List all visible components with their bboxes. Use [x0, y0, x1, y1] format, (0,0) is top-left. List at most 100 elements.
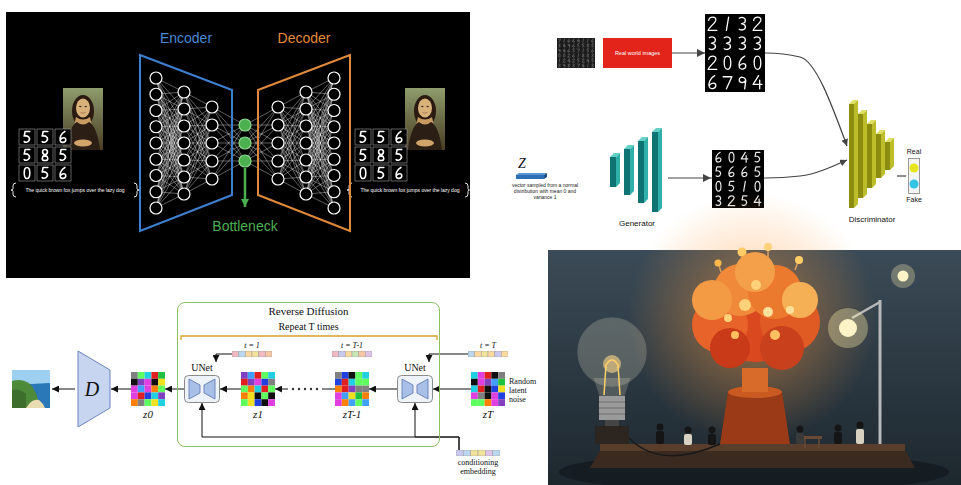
curly-brackets [11, 183, 470, 197]
art-circle [724, 314, 732, 322]
neuron [328, 202, 340, 214]
neuron [206, 101, 218, 113]
art-rect [909, 159, 920, 194]
art-rect [248, 386, 255, 393]
art-rect [158, 399, 165, 406]
free-label: Random latent noise [509, 377, 543, 404]
digit-stroke [60, 149, 66, 160]
unet-block: UNet [184, 362, 220, 403]
art-rect [138, 399, 145, 406]
repeat-bracket [181, 336, 437, 340]
conditioning-embedding: conditioning embedding [453, 450, 503, 476]
digit-tile [55, 147, 71, 163]
art-rect [495, 351, 502, 357]
art-rect [471, 386, 478, 393]
art-rect [471, 392, 478, 399]
art-rect [498, 379, 505, 386]
digit-stroke [360, 131, 366, 142]
art-circle [710, 328, 750, 368]
art-polygon [854, 100, 858, 208]
neuron [150, 202, 162, 214]
art-polygon [78, 351, 110, 427]
digit-stroke [563, 39, 565, 42]
digit-stroke [573, 39, 575, 42]
node-shape [232, 351, 272, 357]
art-circle [751, 280, 761, 290]
art-circle [310, 388, 312, 390]
digit-stroke [708, 17, 717, 30]
art-circle [715, 260, 722, 267]
art-rect [349, 372, 356, 379]
art-rect [268, 379, 275, 386]
art-rect [131, 386, 138, 393]
art-rect [131, 399, 138, 406]
art-rect [349, 399, 356, 406]
art-circle [763, 307, 773, 317]
art-rect [349, 392, 356, 399]
art-path [720, 392, 790, 444]
art-polygon [204, 379, 215, 399]
art-rect [516, 175, 544, 179]
neuron [328, 72, 340, 84]
node-label: D [85, 378, 99, 400]
node-label: t = 1 [244, 341, 260, 350]
bottleneck-neuron [239, 155, 251, 167]
art-g [656, 422, 864, 446]
digit-stroke [724, 56, 731, 69]
network-weight [212, 125, 245, 179]
digit-tile [37, 165, 53, 181]
neuron [150, 88, 162, 100]
neuron [206, 173, 218, 185]
art-rect [478, 386, 485, 393]
digit-stroke [568, 44, 570, 47]
art-circle [828, 308, 868, 348]
art-path [11, 183, 16, 197]
digit-stroke [726, 17, 728, 30]
art-rect [463, 450, 470, 456]
neuron [178, 188, 190, 200]
digit-stroke [577, 49, 579, 52]
digit-stroke [563, 44, 565, 47]
art-rect [485, 399, 492, 406]
digit-stroke [563, 54, 565, 57]
node-label: z0 [143, 408, 153, 420]
neuron [328, 137, 340, 149]
art-rect [261, 372, 268, 379]
digit-stroke [729, 152, 734, 162]
digit-stroke [578, 44, 580, 47]
neural-network [150, 72, 340, 214]
node-label: Repeat T times [278, 321, 338, 333]
art-polygon [644, 137, 648, 203]
digit-stroke [582, 49, 584, 52]
art-rect [471, 450, 478, 456]
digit-stroke [24, 131, 30, 142]
digit-stroke [582, 64, 584, 67]
art-rect [252, 351, 259, 357]
connector-arrow [165, 389, 184, 390]
art-rect [802, 436, 822, 439]
art-rect [151, 386, 158, 393]
art-rect [471, 379, 478, 386]
art-polygon [872, 120, 876, 188]
digit-stroke [755, 152, 760, 162]
digit-stroke [592, 64, 594, 67]
digit-stroke [582, 39, 584, 42]
art-rect [349, 386, 356, 393]
art-circle [835, 425, 842, 432]
digit-tile [37, 129, 53, 145]
art-rect [259, 351, 266, 357]
node-label: Fake [906, 196, 922, 204]
art-path [26, 400, 45, 408]
art-rect [241, 379, 248, 386]
panel-background [6, 12, 470, 278]
noise-image [557, 38, 595, 68]
input-digits [19, 129, 71, 181]
art-polygon [881, 130, 885, 178]
node-shape [241, 372, 275, 406]
art-rect [151, 379, 158, 386]
node-shape [908, 158, 920, 194]
network-weight [212, 107, 245, 161]
digit-tile [391, 129, 407, 145]
neuron [272, 155, 284, 167]
art-rect [131, 379, 138, 386]
